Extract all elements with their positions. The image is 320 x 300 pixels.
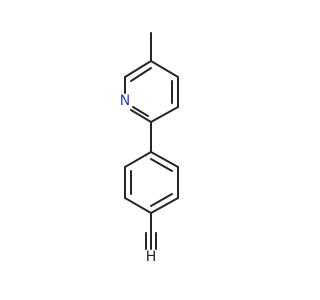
bond-c5-c4 (150, 60, 179, 78)
bond-c2-n1-double (132, 106, 149, 117)
bond-c3-c2 (150, 106, 179, 123)
bond-c2-n1 (130, 109, 152, 123)
bond-p6-p1 (124, 151, 152, 168)
bond-p4-p5 (124, 197, 152, 214)
atom-label-nitrogen: N (120, 93, 130, 109)
bond-p1-p2 (150, 151, 179, 168)
bond-p1-p2-double (150, 158, 173, 172)
molecule-canvas: N H (119, 32, 179, 265)
bond-c6-c5-double (130, 67, 152, 82)
bond-c6-c5 (124, 60, 152, 78)
bond-p3-p4-double (150, 193, 173, 207)
bond-p3-p4 (150, 197, 179, 214)
structure-diagram: N H (120, 32, 179, 265)
atom-label-hydrogen: H (146, 249, 157, 265)
